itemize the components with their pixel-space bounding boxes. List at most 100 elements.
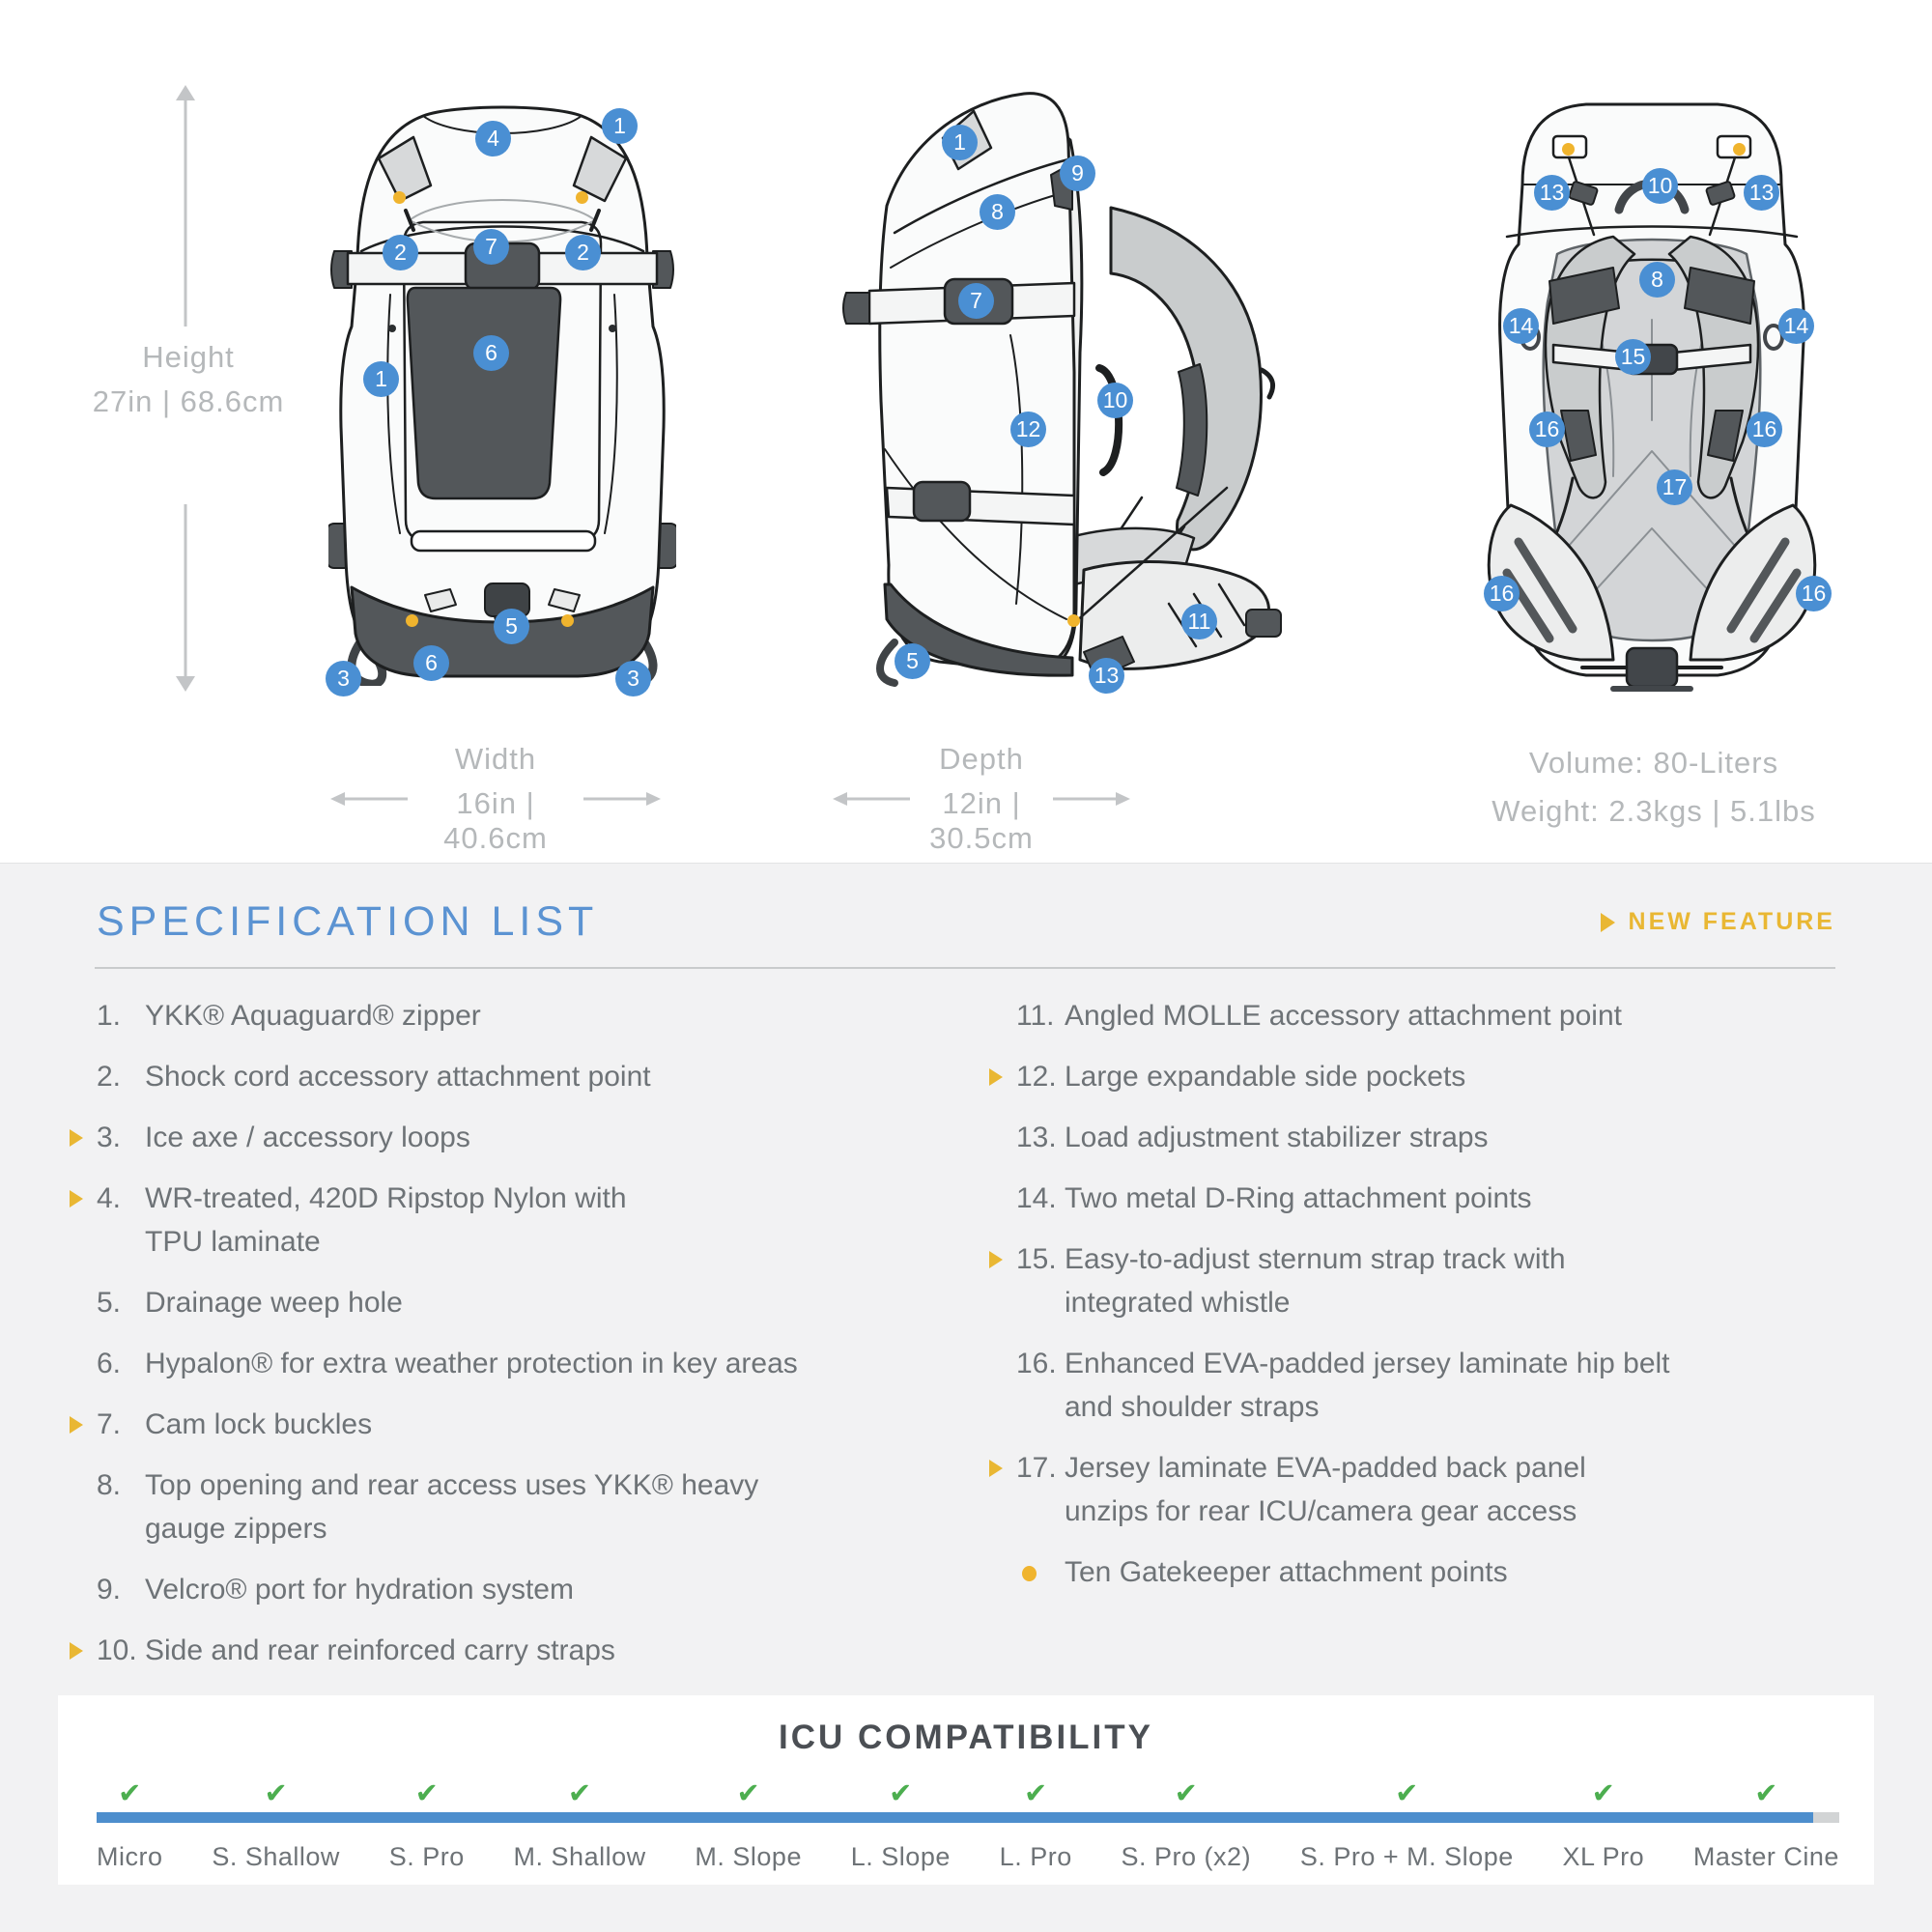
- spec-item-arrow-slot: [978, 1550, 1016, 1594]
- check-icon: ✔: [1174, 1778, 1198, 1809]
- spec-item-arrow-slot: [58, 1281, 97, 1324]
- icu-item-label: M. Slope: [695, 1842, 802, 1871]
- icu-item-label: S. Shallow: [212, 1842, 340, 1871]
- callout-marker-6: 6: [473, 335, 509, 371]
- spec-item-text: Large expandable side pockets: [1065, 1061, 1466, 1093]
- spec-item-number: 6.: [97, 1348, 122, 1379]
- spec-item-number: 7.: [97, 1408, 122, 1440]
- callout-marker-13: 13: [1534, 175, 1570, 211]
- callout-marker-17: 17: [1657, 469, 1692, 505]
- spec-item-text: Angled MOLLE accessory attachment point: [1065, 1000, 1622, 1032]
- icu-item: ✔S. Shallow: [212, 1778, 340, 1872]
- callout-marker-12: 12: [1010, 412, 1046, 447]
- callout-marker-7: 7: [473, 229, 509, 265]
- icu-compatibility-row: ✔Micro✔S. Shallow✔S. Pro✔M. Shallow✔M. S…: [97, 1778, 1839, 1872]
- spec-item-text: Jersey laminate EVA-padded back panel un…: [1065, 1452, 1586, 1527]
- new-feature-arrow-icon: [989, 1460, 1003, 1477]
- height-arrow-icon: [176, 85, 195, 692]
- icu-bar-tail: [1813, 1812, 1839, 1823]
- gatekeeper-dot-icon: [576, 191, 588, 204]
- spec-item: 16.Enhanced EVA-padded jersey laminate h…: [978, 1342, 1845, 1429]
- spec-item: Ten Gatekeeper attachment points: [978, 1550, 1845, 1594]
- spec-item-number: 17.: [1016, 1452, 1057, 1484]
- spec-item-number: 1.: [97, 1000, 122, 1032]
- icu-item-label: M. Shallow: [513, 1842, 646, 1871]
- gatekeeper-bullet-icon: [1022, 1566, 1037, 1581]
- spec-item-text: Velcro® port for hydration system: [145, 1574, 574, 1605]
- icu-item-label: XL Pro: [1562, 1842, 1645, 1871]
- new-feature-arrow-icon: [978, 1446, 1016, 1533]
- spec-item: 3. Ice axe / accessory loops: [58, 1116, 978, 1159]
- check-icon: ✔: [1395, 1778, 1419, 1809]
- callout-marker-2: 2: [383, 235, 418, 270]
- spec-item-number: 10.: [97, 1634, 137, 1666]
- callout-marker-2: 2: [565, 235, 601, 270]
- icu-item: ✔ Micro: [97, 1778, 163, 1872]
- gatekeeper-dot-icon: [393, 191, 406, 204]
- new-feature-arrow-icon: [70, 1190, 83, 1208]
- new-feature-arrow-icon: [70, 1416, 83, 1434]
- icu-item: ✔S. Pro (x2): [1122, 1778, 1252, 1872]
- check-icon: ✔: [414, 1778, 439, 1809]
- callout-marker-16: 16: [1796, 576, 1832, 611]
- spec-item-text: Cam lock buckles: [145, 1408, 373, 1440]
- new-feature-arrow-icon: [58, 1177, 97, 1264]
- gatekeeper-dot-icon: [406, 614, 418, 627]
- spec-item-number: 3.: [97, 1122, 122, 1153]
- spec-item-arrow-slot: [58, 1463, 97, 1550]
- check-icon: ✔: [1024, 1778, 1048, 1809]
- icu-title: ICU COMPATIBILITY: [778, 1719, 1153, 1756]
- spec-item-number: 2.: [97, 1061, 122, 1093]
- spec-item: 8.Top opening and rear access uses YKK® …: [58, 1463, 978, 1550]
- new-feature-legend: NEW FEATURE: [1600, 908, 1835, 936]
- depth-dimension: Depth 12in | 30.5cm: [831, 742, 1132, 856]
- callout-marker-14: 14: [1503, 308, 1539, 344]
- spec-item: 14.Two metal D-Ring attachment points: [978, 1177, 1845, 1220]
- callout-marker-15: 15: [1615, 339, 1651, 375]
- new-feature-arrow-icon: [989, 1251, 1003, 1268]
- weight-label: Weight: 2.3kgs | 5.1lbs: [1492, 794, 1816, 828]
- spec-item: 4.WR-treated, 420D Ripstop Nylon with TP…: [58, 1177, 978, 1264]
- icu-item-label: S. Pro + M. Slope: [1299, 1842, 1514, 1871]
- arrow-right-icon: [1053, 792, 1130, 806]
- page-title: SPECIFICATION LIST: [97, 898, 599, 945]
- spec-item-text: Drainage weep hole: [145, 1287, 403, 1319]
- spec-item-arrow-slot: [58, 1568, 97, 1611]
- spec-item-text: Load adjustment stabilizer straps: [1065, 1122, 1489, 1153]
- height-dimension: Height 27in | 68.6cm: [48, 340, 328, 419]
- callout-marker-3: 3: [326, 661, 361, 696]
- spec-item: 5.Drainage weep hole: [58, 1281, 978, 1324]
- spec-item-text: Ice axe / accessory loops: [145, 1122, 470, 1153]
- icu-item-label: Master Cine: [1692, 1842, 1839, 1871]
- spec-item-number: 11.: [1016, 1000, 1055, 1032]
- callout-marker-6: 6: [413, 645, 449, 681]
- callout-marker-16: 16: [1529, 412, 1565, 447]
- callout-marker-5: 5: [895, 643, 930, 679]
- icu-item: ✔ S. Pro + M. Slope: [1300, 1778, 1514, 1872]
- spec-item: 15.Easy-to-adjust sternum strap track wi…: [978, 1237, 1845, 1324]
- icu-item-label: L. Slope: [850, 1842, 951, 1871]
- callout-marker-10: 10: [1097, 383, 1133, 418]
- icu-item: ✔ M. Slope: [695, 1778, 802, 1872]
- spec-item-number: 14.: [1016, 1182, 1057, 1214]
- spec-item-number: 12.: [1016, 1061, 1057, 1093]
- spec-item-text: Ten Gatekeeper attachment points: [1065, 1556, 1508, 1588]
- callout-marker-11: 11: [1181, 604, 1217, 639]
- gatekeeper-dot-icon: [1067, 614, 1080, 627]
- check-icon: ✔: [736, 1778, 760, 1809]
- new-feature-label: NEW FEATURE: [1628, 908, 1835, 935]
- callout-marker-3: 3: [615, 661, 651, 696]
- icu-item-label: Micro: [97, 1842, 163, 1871]
- callout-marker-13: 13: [1744, 175, 1779, 211]
- icu-bar: [97, 1812, 1839, 1823]
- icu-item: ✔L. Slope: [851, 1778, 951, 1872]
- new-feature-arrow-icon: [989, 1068, 1003, 1086]
- height-title: Height: [142, 340, 235, 374]
- check-icon: ✔: [118, 1778, 142, 1809]
- width-title: Width: [454, 742, 537, 776]
- check-icon: ✔: [1754, 1778, 1778, 1809]
- spec-item: 7. Cam lock buckles: [58, 1403, 978, 1446]
- depth-title: Depth: [939, 742, 1024, 776]
